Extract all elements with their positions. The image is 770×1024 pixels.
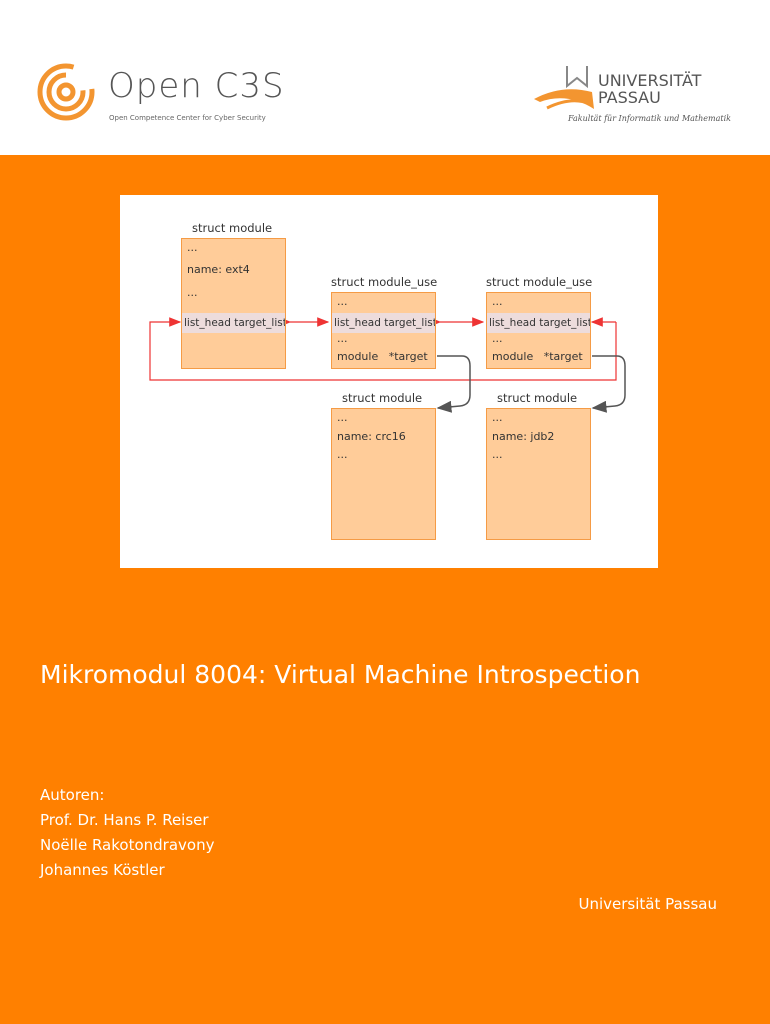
uni-passau-logo: UNIVERSITÄT PASSAU Fakultät für Informat… bbox=[532, 64, 731, 126]
struct-module-jdb2: ... name: jdb2 ... bbox=[486, 408, 591, 540]
author: Prof. Dr. Hans P. Reiser bbox=[40, 811, 209, 829]
target-arrow-2 bbox=[591, 355, 626, 413]
struct-module-ext4: ... name: ext4 ... list_head target_list bbox=[181, 238, 286, 369]
field: ... bbox=[187, 286, 198, 299]
authors-label: Autoren: bbox=[40, 786, 105, 804]
open-c3s-logo: Open C3S Open Competence Center for Cybe… bbox=[36, 62, 284, 126]
struct-title: struct module bbox=[192, 221, 273, 235]
author: Noëlle Rakotondravony bbox=[40, 836, 215, 854]
institution: Universität Passau bbox=[578, 895, 717, 913]
field: ... bbox=[492, 295, 503, 308]
field-name: name: jdb2 bbox=[492, 430, 555, 443]
struct-module-use-2: ... list_head target_list ... module *ta… bbox=[486, 292, 591, 369]
c3s-emblem-icon bbox=[37, 63, 95, 121]
struct-title: struct module_use bbox=[486, 275, 593, 289]
struct-title: struct module_use bbox=[331, 275, 438, 289]
field: ... bbox=[492, 411, 503, 424]
authors: Autoren: Prof. Dr. Hans P. Reiser Noëlle… bbox=[40, 783, 214, 883]
list-head-field: list_head target_list bbox=[487, 313, 590, 333]
field-name: name: crc16 bbox=[337, 430, 406, 443]
target-field: module *target bbox=[492, 350, 583, 363]
field: ... bbox=[492, 332, 503, 345]
kernel-module-diagram: struct module ... name: ext4 ... list_he… bbox=[120, 195, 658, 568]
target-arrow-1 bbox=[436, 355, 471, 413]
list-head-field: list_head target_list bbox=[182, 313, 285, 333]
c3s-wordmark: Open C3S bbox=[108, 66, 285, 106]
struct-module-use-1: ... list_head target_list ... module *ta… bbox=[331, 292, 436, 369]
target-field: module *target bbox=[337, 350, 428, 363]
struct-module-crc16: ... name: crc16 ... bbox=[331, 408, 436, 540]
diagram-arrows bbox=[149, 317, 626, 413]
c3s-subtitle: Open Competence Center for Cyber Securit… bbox=[109, 114, 266, 122]
struct-title: struct module bbox=[342, 391, 423, 405]
loop-arrow bbox=[149, 317, 617, 381]
field: ... bbox=[187, 241, 198, 254]
author: Johannes Köstler bbox=[40, 861, 165, 879]
field-name: name: ext4 bbox=[187, 263, 250, 276]
field: ... bbox=[492, 448, 503, 461]
list-head-field: list_head target_list bbox=[332, 313, 435, 333]
uni-passau-wordmark: UNIVERSITÄT PASSAU bbox=[598, 71, 702, 107]
uni-passau-emblem-icon bbox=[534, 66, 594, 110]
struct-title: struct module bbox=[497, 391, 578, 405]
field: ... bbox=[337, 411, 348, 424]
field: ... bbox=[337, 295, 348, 308]
document-title: Mikromodul 8004: Virtual Machine Introsp… bbox=[40, 660, 641, 689]
field: ... bbox=[337, 332, 348, 345]
uni-passau-subtitle: Fakultät für Informatik und Mathematik bbox=[568, 114, 731, 123]
field: ... bbox=[337, 448, 348, 461]
